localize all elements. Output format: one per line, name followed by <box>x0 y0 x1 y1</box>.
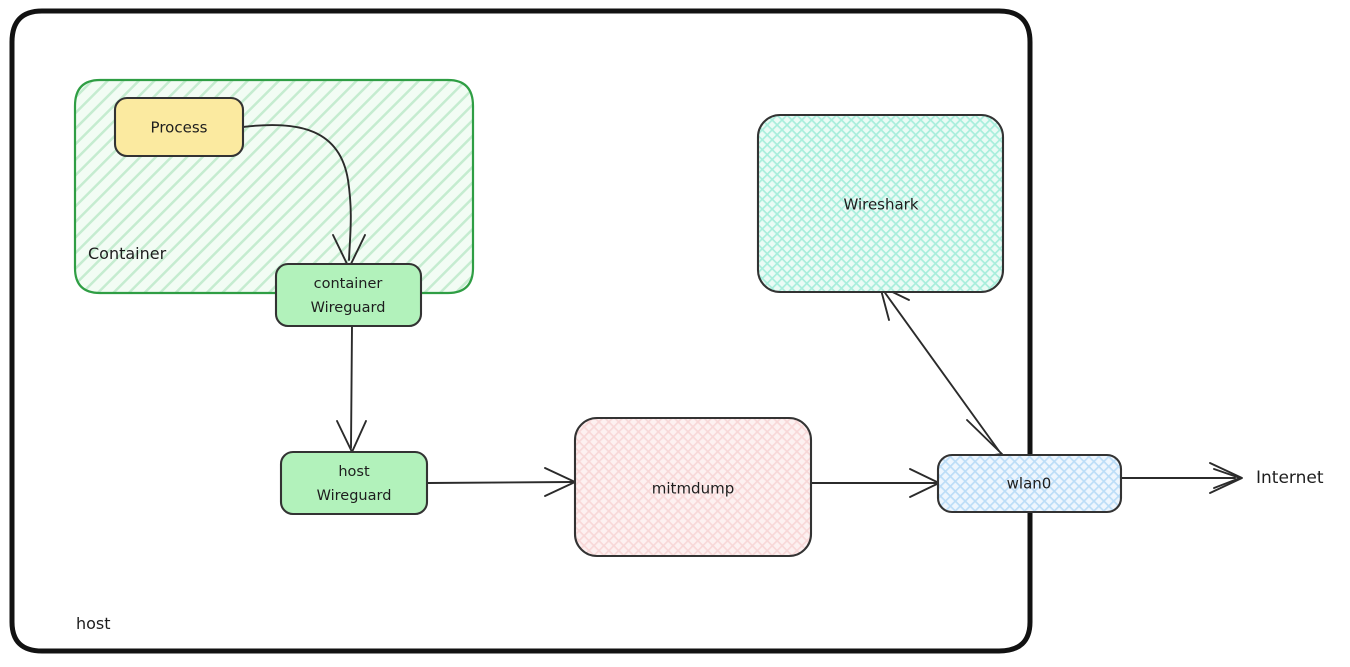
node-wireshark[interactable]: Wireshark <box>756 113 1005 294</box>
arrowhead-internet-in-inner <box>1213 468 1241 489</box>
node-mitmdump[interactable]: mitmdump <box>573 416 813 558</box>
node-process-box[interactable] <box>113 96 245 158</box>
node-container-wireguard-label-line1: container <box>314 276 383 292</box>
arrowhead-wlan0-from-wireshark <box>966 419 1003 459</box>
node-process[interactable]: Process <box>113 96 245 158</box>
node-host-wireguard-box[interactable] <box>279 450 429 516</box>
container-group-label: Container <box>88 244 167 263</box>
node-wlan0-box[interactable] <box>936 453 1123 514</box>
node-mitmdump-box[interactable] <box>573 416 813 558</box>
edge-host-wireguard-to-mitmdump <box>427 481 573 484</box>
node-host-wireguard-label-line2: Wireguard <box>317 488 392 504</box>
edge-container-wireguard-to-host-wireguard <box>350 325 353 449</box>
node-host-wireguard-label-line1: host <box>338 464 370 480</box>
node-container-wireguard-label-line2: Wireguard <box>311 300 386 316</box>
node-container-wireguard-box[interactable] <box>274 262 423 328</box>
node-wlan0-label: wlan0 <box>1007 475 1052 493</box>
host-group-label: host <box>76 614 111 633</box>
host-boundary <box>9 8 1033 654</box>
internet-label: Internet <box>1256 468 1324 488</box>
node-wireshark-box[interactable] <box>756 113 1005 294</box>
node-mitmdump-label: mitmdump <box>652 480 734 498</box>
node-container-wireguard[interactable]: container Wireguard <box>274 262 423 328</box>
node-process-label: Process <box>151 119 208 137</box>
node-wlan0[interactable]: wlan0 <box>936 453 1123 514</box>
node-wireshark-label: Wireshark <box>843 196 918 214</box>
edge-process-to-container-wireguard <box>242 124 352 261</box>
edge-wlan0-to-wireshark <box>882 289 1000 452</box>
node-host-wireguard[interactable]: host Wireguard <box>279 450 429 516</box>
arrowhead-internet-in <box>1209 462 1243 494</box>
